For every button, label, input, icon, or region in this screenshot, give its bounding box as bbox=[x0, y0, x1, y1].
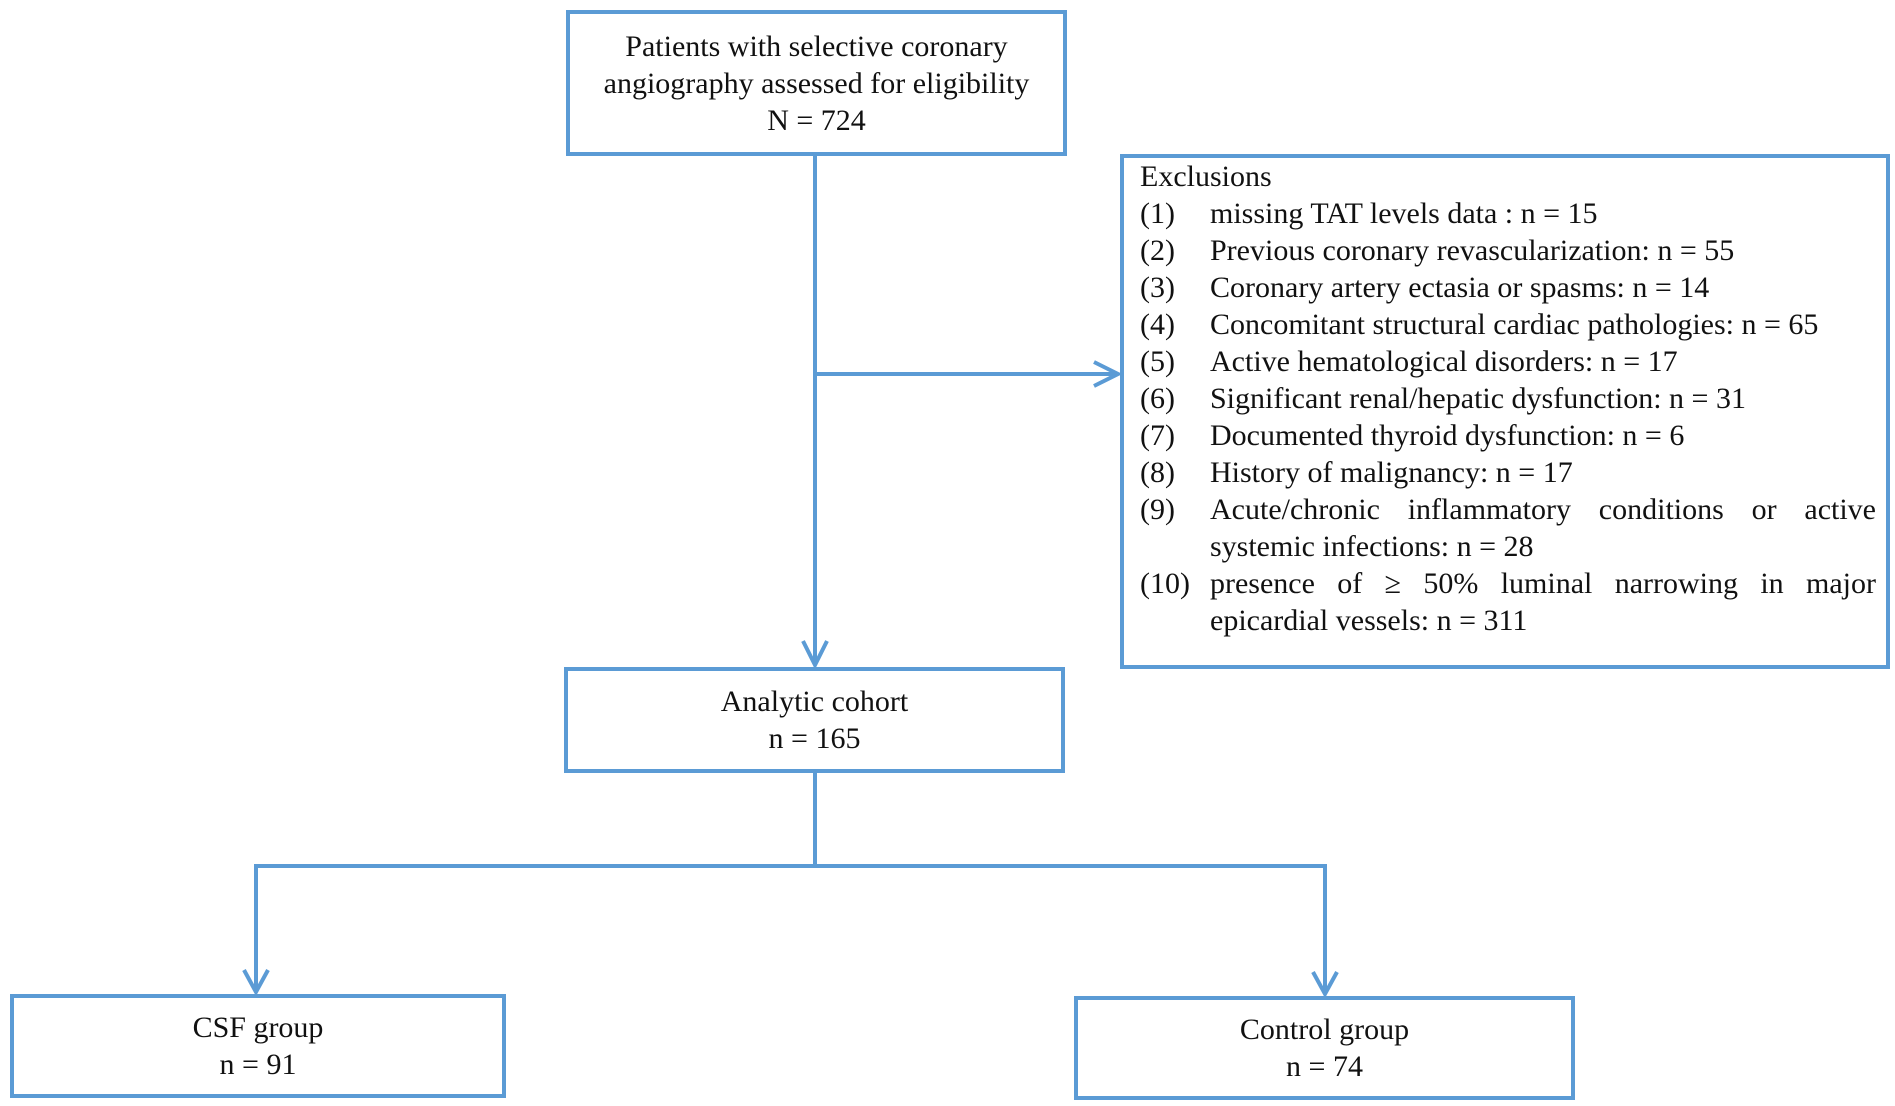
analytic-cohort-box: Analytic cohort n = 165 bbox=[564, 667, 1065, 773]
exclusion-number: (10) bbox=[1140, 567, 1190, 600]
analytic-cohort-label: Analytic cohort bbox=[720, 685, 909, 718]
exclusion-text: Concomitant structural cardiac pathologi… bbox=[1210, 308, 1819, 341]
exclusion-text: Documented thyroid dysfunction: n = 6 bbox=[1210, 419, 1685, 452]
exclusion-number: (9) bbox=[1140, 493, 1175, 526]
eligibility-line-2: angiography assessed for eligibility bbox=[603, 66, 1030, 100]
exclusion-text: Previous coronary revascularization: n =… bbox=[1210, 234, 1735, 267]
eligibility-line-1: Patients with selective coronary bbox=[625, 29, 1008, 63]
exclusion-number: (6) bbox=[1140, 382, 1175, 415]
exclusion-text: presence of ≥ 50% luminal narrowing in m… bbox=[1210, 567, 1876, 637]
csf-group-count: n = 91 bbox=[219, 1048, 297, 1081]
exclusions-title: Exclusions bbox=[1140, 160, 1272, 193]
exclusion-item: (2) Previous coronary revascularization:… bbox=[1140, 232, 1876, 269]
exclusion-text: Active hematological disorders: n = 17 bbox=[1210, 345, 1678, 378]
exclusion-item: (8) History of malignancy: n = 17 bbox=[1140, 454, 1876, 491]
arrowhead-control bbox=[1311, 971, 1339, 999]
exclusion-item: (4) Concomitant structural cardiac patho… bbox=[1140, 306, 1876, 343]
exclusion-text: Acute/chronic inflammatory conditions or… bbox=[1210, 493, 1876, 563]
exclusion-number: (5) bbox=[1140, 345, 1175, 378]
eligibility-count: N = 724 bbox=[767, 103, 866, 137]
exclusion-text: Significant renal/hepatic dysfunction: n… bbox=[1210, 382, 1746, 415]
exclusion-text: Coronary artery ectasia or spasms: n = 1… bbox=[1210, 271, 1710, 304]
analytic-cohort-count: n = 165 bbox=[768, 722, 861, 755]
exclusion-item: (6) Significant renal/hepatic dysfunctio… bbox=[1140, 380, 1876, 417]
exclusion-number: (4) bbox=[1140, 308, 1175, 341]
exclusion-number: (7) bbox=[1140, 419, 1175, 452]
exclusion-item: (7) Documented thyroid dysfunction: n = … bbox=[1140, 417, 1876, 454]
exclusion-item: (10) presence of ≥ 50% luminal narrowing… bbox=[1140, 565, 1876, 639]
arrowhead-csf bbox=[242, 969, 270, 997]
exclusion-number: (1) bbox=[1140, 197, 1175, 230]
exclusion-item: (1) missing TAT levels data : n = 15 bbox=[1140, 195, 1876, 232]
exclusions-box: Exclusions (1) missing TAT levels data :… bbox=[1120, 154, 1890, 669]
exclusion-number: (8) bbox=[1140, 456, 1175, 489]
exclusion-text: missing TAT levels data : n = 15 bbox=[1210, 197, 1598, 230]
csf-group-box: CSF group n = 91 bbox=[10, 994, 506, 1098]
control-group-label: Control group bbox=[1239, 1013, 1410, 1046]
control-group-box: Control group n = 74 bbox=[1074, 996, 1575, 1100]
exclusion-text: History of malignancy: n = 17 bbox=[1210, 456, 1573, 489]
arrowhead-exclusions bbox=[1093, 360, 1123, 388]
exclusion-number: (2) bbox=[1140, 234, 1175, 267]
exclusion-number: (3) bbox=[1140, 271, 1175, 304]
csf-group-label: CSF group bbox=[192, 1011, 324, 1044]
exclusion-item: (3) Coronary artery ectasia or spasms: n… bbox=[1140, 269, 1876, 306]
exclusion-item: (9) Acute/chronic inflammatory condition… bbox=[1140, 491, 1876, 565]
exclusion-item: (5) Active hematological disorders: n = … bbox=[1140, 343, 1876, 380]
eligibility-box: Patients with selective coronary angiogr… bbox=[566, 10, 1067, 156]
control-group-count: n = 74 bbox=[1286, 1050, 1363, 1083]
arrowhead-cohort bbox=[801, 640, 829, 670]
